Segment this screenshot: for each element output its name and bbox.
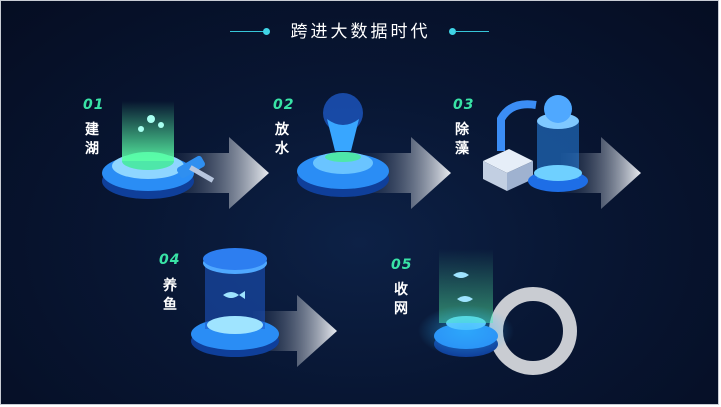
lake-platform-icon (102, 101, 215, 199)
step-number: 04 (159, 252, 181, 268)
title-decor-line-left (230, 31, 264, 32)
title-decor-dot-left (263, 28, 270, 35)
title-bar: 跨进大数据时代 (1, 17, 718, 47)
water-flask-icon (297, 93, 389, 197)
step-number: 02 (273, 97, 295, 113)
arrow-right-icon (169, 137, 269, 209)
fish-tank-icon (191, 248, 279, 357)
harvest-net-icon (418, 249, 577, 375)
title-decor-line-right (455, 31, 489, 32)
step-number: 03 (453, 97, 475, 113)
step-number: 05 (391, 257, 413, 273)
arrow-right-icon (361, 137, 451, 209)
title-decor-dot-right (449, 28, 456, 35)
arrow-right-icon (561, 137, 641, 209)
step-label: 放水 (275, 122, 289, 157)
algae-machine-icon (483, 95, 588, 192)
slide-title: 跨进大数据时代 (290, 22, 431, 42)
step-label: 建湖 (85, 122, 99, 157)
step-label: 收网 (394, 282, 408, 317)
step-label: 养鱼 (163, 278, 177, 313)
step-number: 01 (83, 97, 105, 113)
arrow-right-icon (253, 295, 337, 367)
step-label: 除藻 (455, 122, 469, 157)
